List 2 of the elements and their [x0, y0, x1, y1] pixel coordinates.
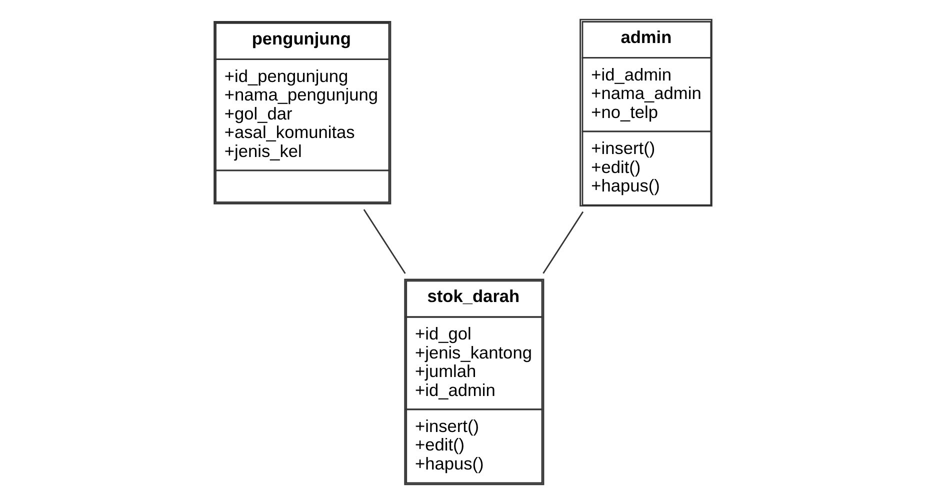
connector: [542, 211, 584, 274]
connector: [362, 209, 406, 274]
